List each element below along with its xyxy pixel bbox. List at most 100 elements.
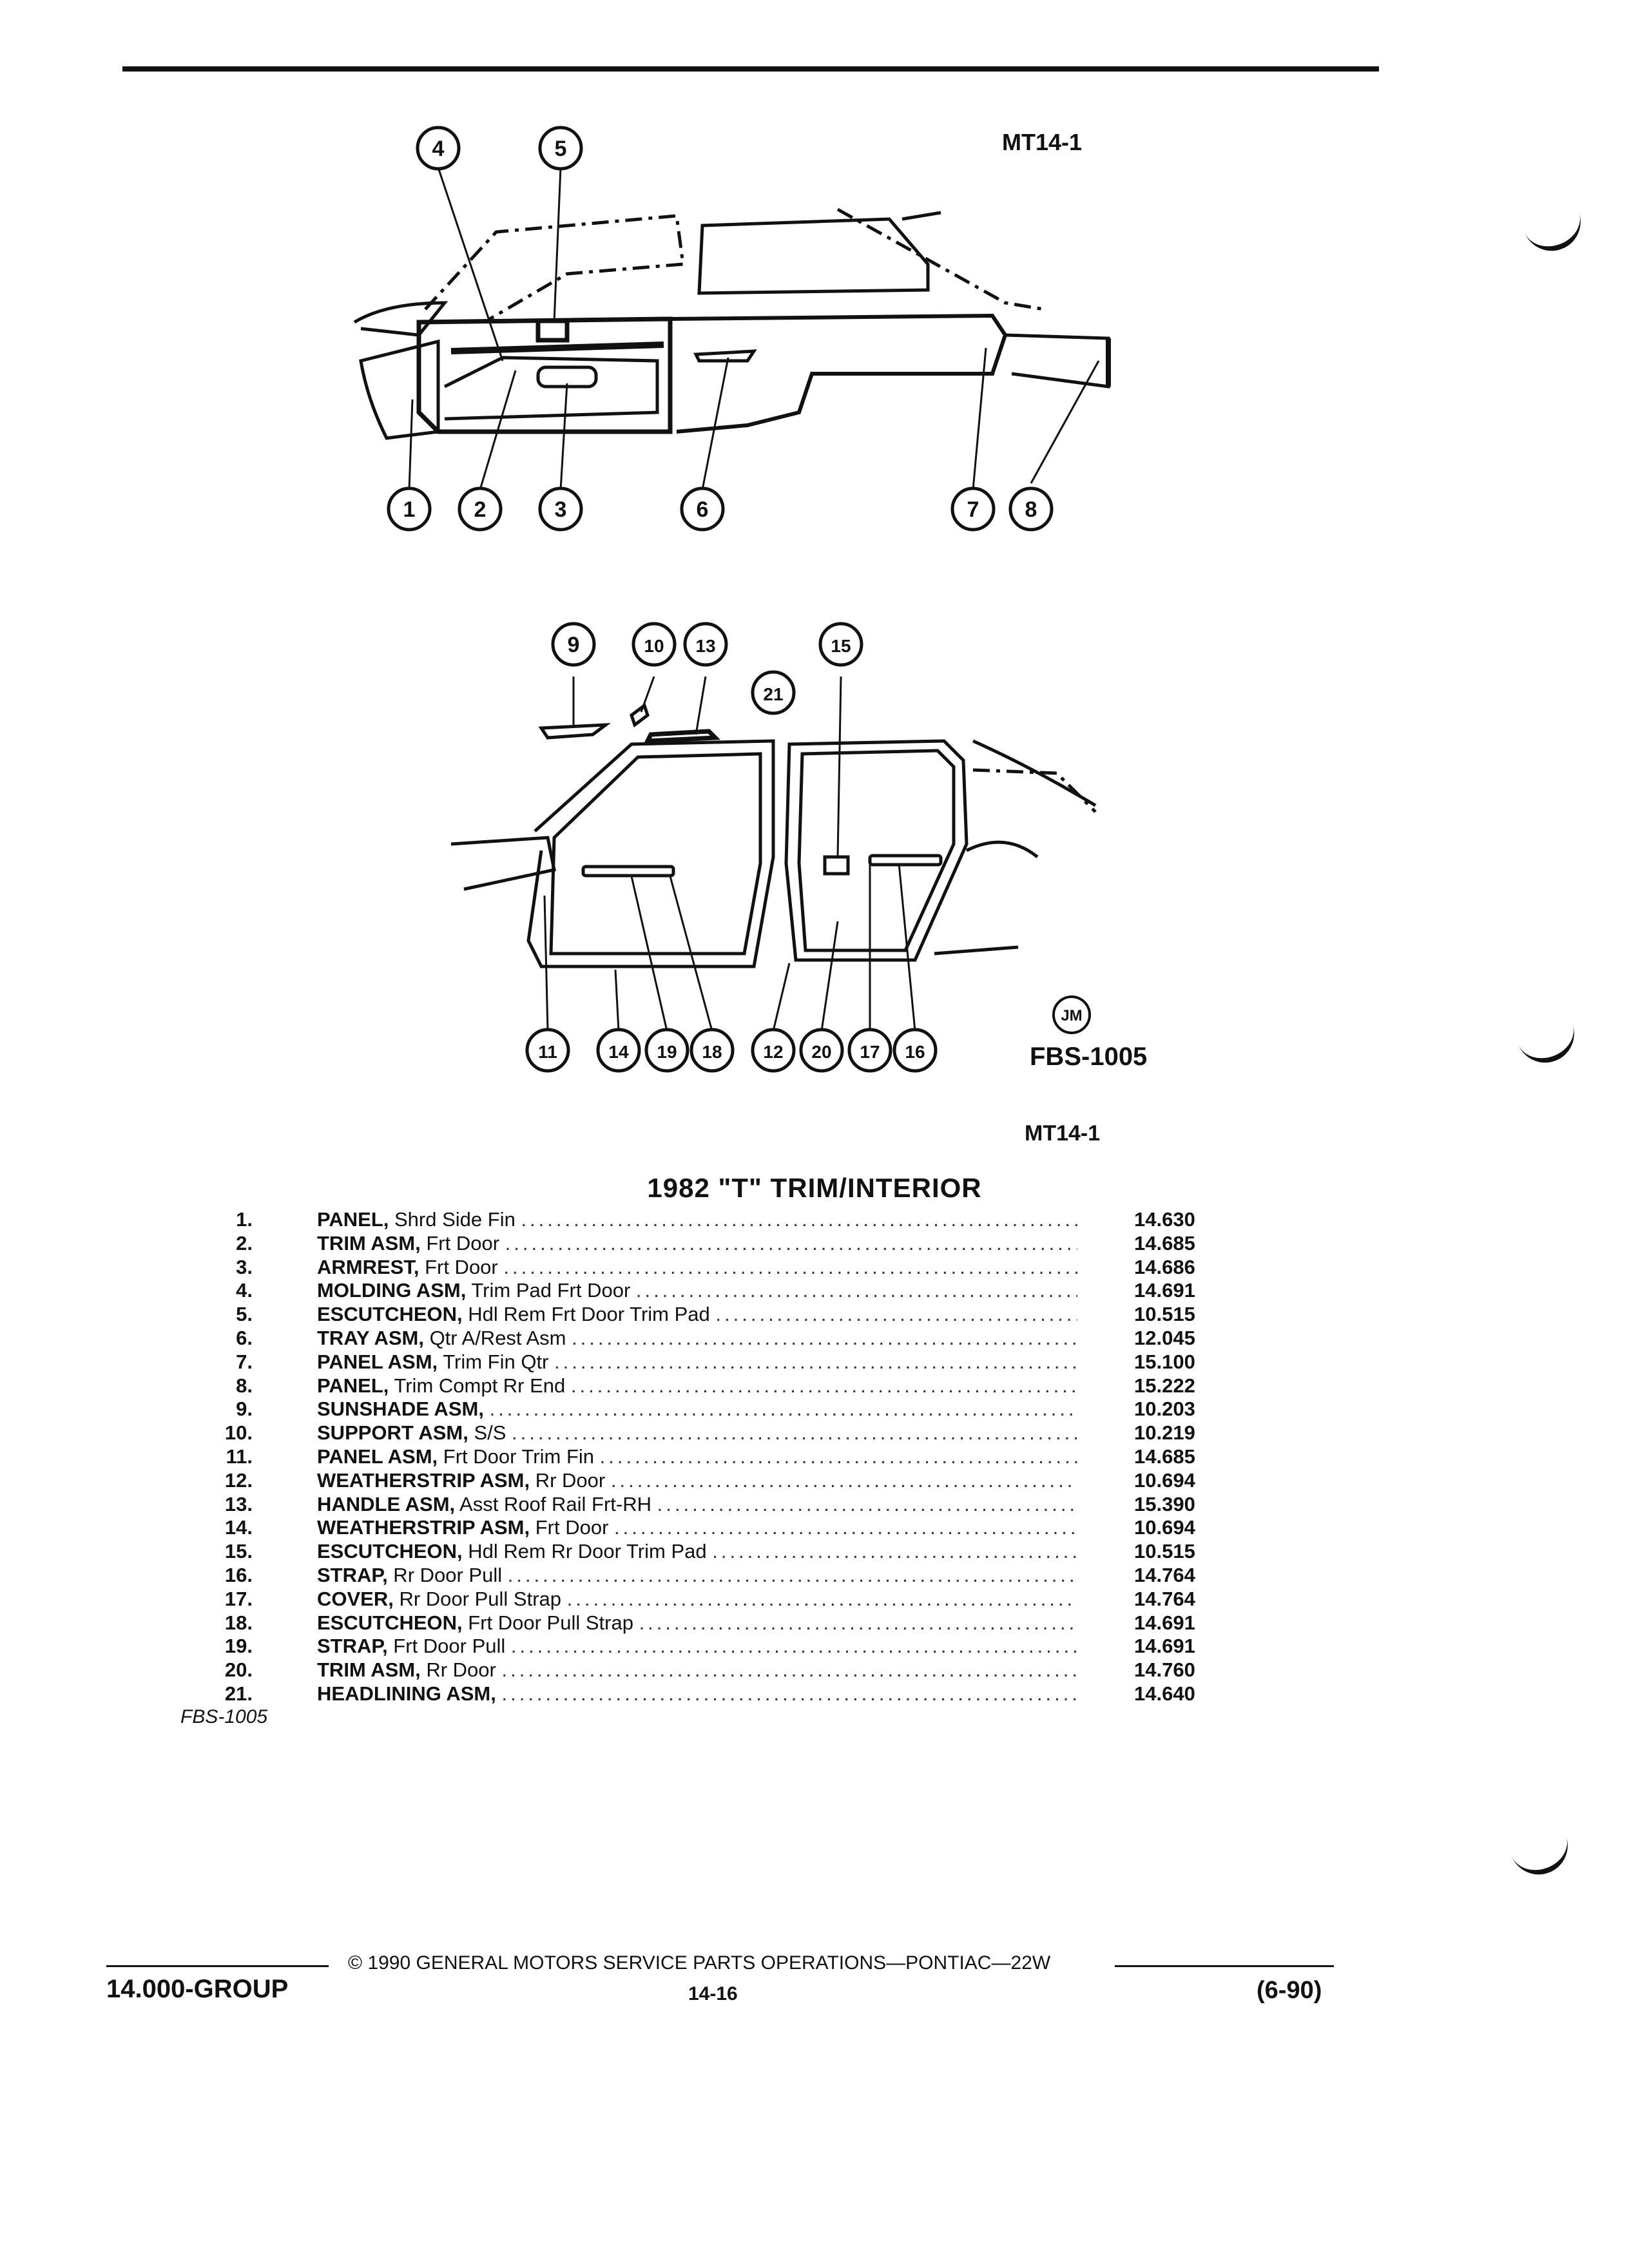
jm-badge-circle — [1052, 995, 1091, 1034]
lower-callout-label: 12 — [763, 1042, 783, 1062]
part-row: 19.STRAP, Frt Door Pull ................… — [0, 1635, 1629, 1658]
part-detail: Frt Door — [420, 1231, 505, 1254]
part-reference: 14.764 — [1134, 1587, 1195, 1610]
upper-callout-label: 8 — [1025, 497, 1037, 522]
part-row: 18.ESCUTCHEON, Frt Door Pull Strap .....… — [0, 1611, 1629, 1635]
part-name: ARMREST, — [317, 1255, 419, 1278]
part-number: 14. — [224, 1516, 253, 1539]
lower-callout-label: 17 — [860, 1042, 880, 1062]
part-detail: Trim Pad Frt Door — [466, 1279, 636, 1302]
lower-callout-label: 13 — [695, 636, 715, 656]
part-detail: Rr Door Pull Strap — [393, 1587, 567, 1610]
part-reference: 15.222 — [1134, 1374, 1195, 1397]
part-reference: 14.691 — [1134, 1279, 1195, 1302]
jm-badge-label: JM — [1061, 1007, 1082, 1024]
part-reference: 14.685 — [1134, 1445, 1195, 1468]
part-description: TRIM ASM, Frt Door .....................… — [317, 1232, 1077, 1256]
part-description: HANDLE ASM, Asst Roof Rail Frt-RH ......… — [317, 1493, 1077, 1517]
part-detail: Trim Fin Qtr — [438, 1350, 554, 1373]
lower-callout-circle — [818, 622, 863, 667]
lower-callout-circle — [683, 622, 728, 667]
part-description: ESCUTCHEON, Hdl Rem Frt Door Trim Pad ..… — [317, 1303, 1077, 1327]
upper-callout-circle — [458, 486, 503, 532]
part-detail: Rr Door Pull — [387, 1563, 508, 1586]
part-reference: 14.760 — [1134, 1658, 1195, 1682]
part-detail: Frt Door — [530, 1516, 615, 1539]
upper-callout-circle — [387, 486, 432, 532]
part-row: 2.TRIM ASM, Frt Door ...................… — [0, 1232, 1629, 1256]
part-reference: 14.630 — [1134, 1208, 1195, 1231]
top-rule — [122, 66, 1379, 72]
part-reference: 14.691 — [1134, 1635, 1195, 1658]
lower-callout-label: 21 — [763, 684, 783, 704]
upper-callout-label: 2 — [474, 497, 487, 522]
upper-callout-circle — [538, 126, 583, 171]
dot-leader: ........................................… — [489, 1398, 1077, 1421]
dot-leader: ........................................… — [715, 1303, 1077, 1326]
part-description: TRAY ASM, Qtr A/Rest Asm ...............… — [317, 1327, 1077, 1350]
part-number: 8. — [236, 1374, 253, 1397]
part-row: 8.PANEL, Trim Compt Rr End .............… — [0, 1374, 1629, 1398]
footer-rule-left — [106, 1965, 329, 1967]
part-name: ESCUTCHEON, — [317, 1303, 463, 1326]
lower-callout-label: 10 — [644, 636, 664, 656]
part-description: COVER, Rr Door Pull Strap ..............… — [317, 1588, 1077, 1611]
part-description: ESCUTCHEON, Hdl Rem Rr Door Trim Pad ...… — [317, 1540, 1077, 1564]
dot-leader: ........................................… — [599, 1445, 1077, 1468]
part-description: PANEL ASM, Trim Fin Qtr ................… — [317, 1350, 1077, 1374]
dot-leader: ........................................… — [635, 1279, 1077, 1302]
upper-callout-label: 1 — [403, 497, 416, 522]
part-row: 15.ESCUTCHEON, Hdl Rem Rr Door Trim Pad … — [0, 1540, 1629, 1564]
part-detail: Qtr A/Rest Asm — [423, 1326, 572, 1349]
part-name: TRIM ASM, — [317, 1231, 421, 1254]
part-detail: Frt Door Pull Strap — [462, 1611, 639, 1634]
upper-callout-label: 6 — [697, 497, 709, 522]
dot-leader: ........................................… — [572, 1326, 1077, 1349]
part-description: SUNSHADE ASM, ..........................… — [317, 1398, 1077, 1421]
part-reference: 10.515 — [1134, 1540, 1195, 1563]
dot-leader: ........................................… — [610, 1468, 1077, 1492]
part-name: WEATHERSTRIP ASM, — [317, 1468, 530, 1492]
lower-callout-circle — [631, 622, 677, 667]
part-name: STRAP, — [317, 1635, 388, 1658]
part-number: 1. — [236, 1208, 253, 1231]
dot-leader: ........................................… — [507, 1563, 1077, 1586]
upper-callout-circle — [950, 486, 996, 532]
part-detail: Hdl Rem Rr Door Trim Pad — [462, 1540, 713, 1563]
group-label: 14.000-GROUP — [106, 1975, 289, 2003]
part-reference: 14.685 — [1134, 1231, 1195, 1254]
part-description: PANEL ASM, Frt Door Trim Fin ...........… — [317, 1445, 1077, 1469]
upper-callout-circle — [680, 486, 725, 532]
part-detail: Trim Compt Rr End — [389, 1374, 571, 1397]
part-description: ESCUTCHEON, Frt Door Pull Strap ........… — [317, 1611, 1077, 1635]
part-description: MOLDING ASM, Trim Pad Frt Door .........… — [317, 1279, 1077, 1303]
parts-list: 1.PANEL, Shrd Side Fin .................… — [0, 1208, 1629, 1706]
lower-callout-circle — [525, 1028, 570, 1073]
dot-leader: ........................................… — [512, 1421, 1077, 1445]
part-detail: Frt Door — [419, 1255, 504, 1278]
dot-leader: ........................................… — [554, 1350, 1077, 1373]
dot-leader: ........................................… — [712, 1540, 1077, 1563]
dot-leader: ........................................… — [639, 1611, 1077, 1634]
part-number: 10. — [224, 1421, 253, 1445]
lower-callout-circle — [596, 1028, 641, 1073]
dot-leader: ........................................… — [501, 1658, 1077, 1682]
part-description: ARMREST, Frt Door ......................… — [317, 1256, 1077, 1280]
footer-rule-right — [1115, 1965, 1334, 1967]
dot-leader: ........................................… — [521, 1208, 1077, 1231]
part-detail: Frt Door Pull — [387, 1635, 511, 1658]
part-detail: Asst Roof Rail Frt-RH — [455, 1492, 657, 1515]
part-number: 6. — [236, 1326, 253, 1349]
part-reference: 14.691 — [1134, 1611, 1195, 1634]
part-number: 3. — [236, 1255, 253, 1278]
dot-leader: ........................................… — [566, 1587, 1077, 1610]
part-name: ESCUTCHEON, — [317, 1611, 463, 1634]
part-number: 4. — [236, 1279, 253, 1302]
part-reference: 10.694 — [1134, 1468, 1195, 1492]
upper-callout-circle — [416, 126, 461, 171]
part-description: WEATHERSTRIP ASM, Frt Door .............… — [317, 1516, 1077, 1540]
part-number: 5. — [236, 1303, 253, 1326]
part-name: STRAP, — [317, 1563, 388, 1586]
dot-leader: ........................................… — [510, 1635, 1077, 1658]
part-name: SUNSHADE ASM, — [317, 1398, 484, 1421]
